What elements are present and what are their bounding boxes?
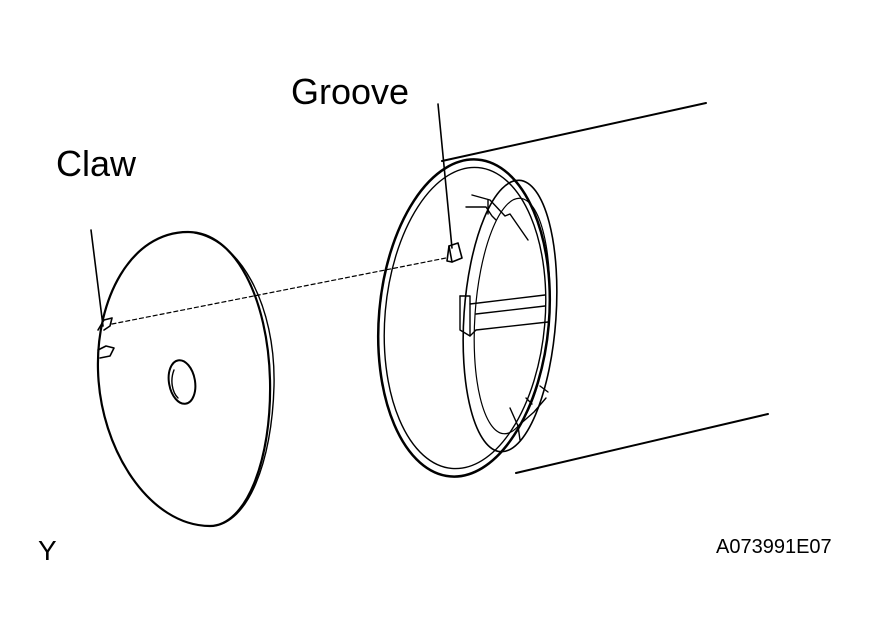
cylinder-body	[376, 102, 769, 478]
view-letter-label: Y	[38, 535, 57, 566]
alignment-dashed-line	[111, 257, 447, 325]
disc-plate	[96, 230, 275, 528]
claw-label: Claw	[56, 143, 137, 184]
cylinder-ribs	[459, 194, 549, 441]
groove-leader-line	[437, 103, 453, 249]
groove-label: Groove	[291, 71, 410, 112]
figure-code-label: A073991E07	[716, 536, 832, 558]
groove-feature	[446, 242, 463, 263]
claw-leader-line	[90, 229, 104, 327]
